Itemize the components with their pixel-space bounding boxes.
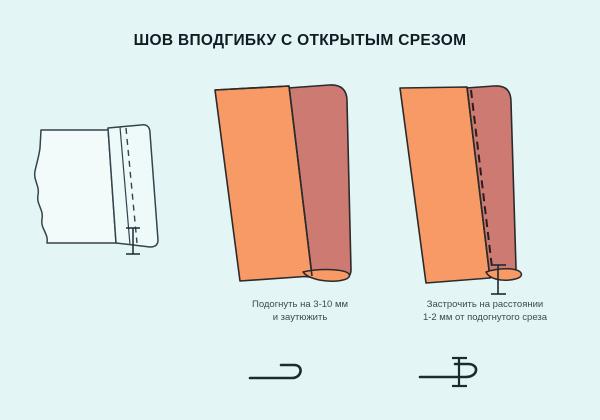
fabric-body-outline xyxy=(33,129,118,244)
stitched-fold-crease-line xyxy=(466,86,491,279)
hem-raw-edge-line xyxy=(119,126,131,246)
folded-hem-illustration xyxy=(214,84,352,282)
fold-crease-line xyxy=(288,85,313,277)
stitched-fold-bottom-lip xyxy=(485,268,523,281)
page-title: ШОВ ВПОДГИБКУ С ОТКРЫТЫМ СРЕЗОМ xyxy=(133,32,467,49)
flat-fabric-draft xyxy=(33,124,159,255)
stitch-dashed-line xyxy=(125,127,138,244)
needle-thread-measure-icon xyxy=(418,356,478,388)
stitched-hem-illustration xyxy=(399,85,523,295)
caption-stitch-step: Застрочить на расстоянии 1-2 мм от подог… xyxy=(422,299,548,323)
front-panel-top-edge xyxy=(214,85,290,91)
needle-thread-measure-path xyxy=(418,362,478,379)
needle-thread-icon xyxy=(248,363,302,380)
fold-bottom-lip xyxy=(302,268,351,282)
needle-thread-path xyxy=(248,363,302,380)
hem-band-outline xyxy=(107,124,159,248)
stitch-dashed-line-right xyxy=(470,89,494,277)
caption-fold-step: Подогнуть на 3-10 мм и заутюжить xyxy=(251,299,349,323)
